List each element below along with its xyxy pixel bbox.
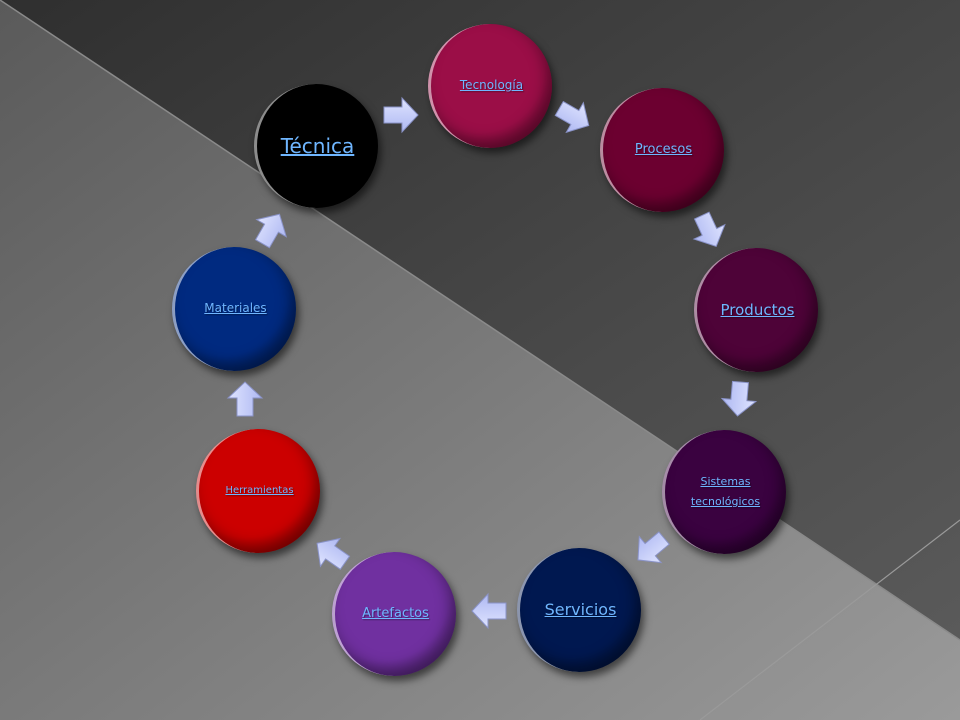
node-servicios[interactable]: Servicios [517, 548, 641, 672]
node-procesos-link[interactable]: Procesos [634, 142, 693, 158]
node-sistemas-tecnologicos-link[interactable]: Sistemas tecnológicos [690, 475, 761, 508]
block-arrow-icon [624, 522, 678, 576]
block-arrow-icon [245, 203, 297, 255]
node-materiales-link[interactable]: Materiales [204, 301, 267, 316]
block-arrow-icon [548, 91, 600, 143]
node-artefactos-link[interactable]: Artefactos [362, 606, 429, 622]
node-sistemas-tecnologicos[interactable]: Sistemas tecnológicos [662, 430, 786, 554]
block-arrow-icon [470, 592, 508, 630]
node-herramientas-link[interactable]: Herramientas [225, 485, 294, 496]
block-arrow-icon [226, 380, 264, 418]
node-procesos[interactable]: Procesos [600, 88, 724, 212]
node-productos-link[interactable]: Productos [720, 300, 795, 319]
node-tecnologia[interactable]: Tecnología [428, 24, 552, 148]
node-materiales[interactable]: Materiales [172, 247, 296, 371]
node-tecnica-link[interactable]: Técnica [280, 134, 355, 158]
node-tecnica[interactable]: Técnica [254, 84, 378, 208]
block-arrow-icon [305, 527, 358, 580]
node-servicios-link[interactable]: Servicios [544, 599, 617, 619]
block-arrow-icon [718, 378, 759, 419]
node-productos[interactable]: Productos [694, 248, 818, 372]
block-arrow-icon [382, 96, 420, 134]
node-artefactos[interactable]: Artefactos [332, 552, 456, 676]
node-herramientas[interactable]: Herramientas [196, 429, 320, 553]
block-arrow-icon [684, 206, 734, 256]
node-tecnologia-link[interactable]: Tecnología [459, 78, 524, 93]
